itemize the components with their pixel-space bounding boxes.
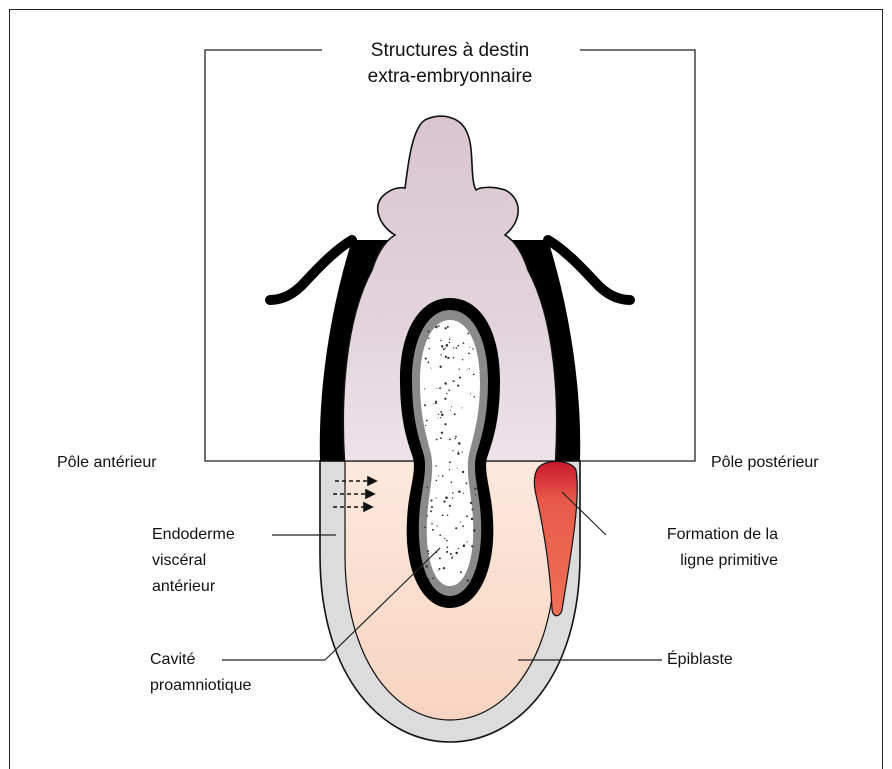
streak-label-line-1: Formation de la xyxy=(602,524,778,546)
streak-label-line-2: ligne primitive xyxy=(602,550,778,572)
pole-anterior-label: Pôle antérieur xyxy=(57,452,157,474)
cavity-label-line-2: proamniotique xyxy=(150,675,251,697)
title-line-2: extra-embryonnaire xyxy=(330,64,570,90)
ave-label-line-3: antérieur xyxy=(152,576,215,598)
cavity-label-line-1: Cavité xyxy=(150,649,195,671)
ave-label-line-2: viscéral xyxy=(152,550,206,572)
pole-posterior-label: Pôle postérieur xyxy=(711,452,819,474)
ave-label-line-1: Endoderme xyxy=(152,524,235,546)
title-line-1: Structures à destin xyxy=(330,38,570,64)
epiblast-label: Épiblaste xyxy=(667,649,733,671)
